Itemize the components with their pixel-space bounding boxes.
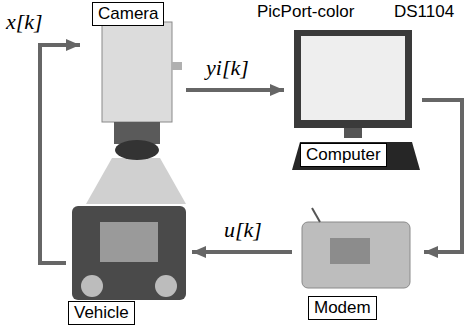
- camera-lens-front: [115, 140, 159, 160]
- modem-picture: [302, 208, 410, 288]
- vehicle-node: Vehicle: [66, 200, 192, 327]
- monitor-stand: [344, 128, 362, 138]
- signal-name: yi[k]: [204, 56, 251, 80]
- name-tag: Camera: [92, 2, 164, 26]
- name-tag: Vehicle: [68, 301, 135, 325]
- signal-arrow: [422, 100, 462, 252]
- computer-picture: [292, 30, 420, 170]
- camera-node: Camera: [80, 2, 186, 166]
- camera-knob: [172, 62, 182, 70]
- name-tag: Computer: [300, 143, 387, 167]
- signal-name: x[k]: [4, 10, 45, 34]
- modem-antenna: [312, 208, 320, 222]
- monitor: [294, 30, 412, 128]
- signal-arrow: [40, 45, 80, 263]
- vehicle-wheel: [155, 275, 177, 297]
- vehicle-body: [72, 206, 186, 300]
- signal-name: u[k]: [222, 218, 264, 242]
- signal-arrow: [186, 88, 284, 92]
- modem-node: Modem: [292, 204, 424, 322]
- modem-chip: [330, 238, 370, 264]
- computer-node: PicPort-colorDS1104Computer: [284, 26, 422, 172]
- camera-body: [102, 22, 172, 122]
- screen: [301, 36, 405, 120]
- name-tag: Modem: [308, 296, 377, 320]
- view-cone: [86, 158, 186, 204]
- signal-arrow: [192, 250, 292, 254]
- device-label: DS1104: [393, 2, 455, 22]
- modem-board: [302, 222, 410, 288]
- device-label: PicPort-color: [256, 2, 355, 22]
- vehicle-wheel: [81, 275, 103, 297]
- keyboard: [292, 142, 420, 170]
- camera-picture: [86, 22, 186, 204]
- vehicle-board: [100, 222, 158, 262]
- vehicle-picture: [72, 206, 186, 300]
